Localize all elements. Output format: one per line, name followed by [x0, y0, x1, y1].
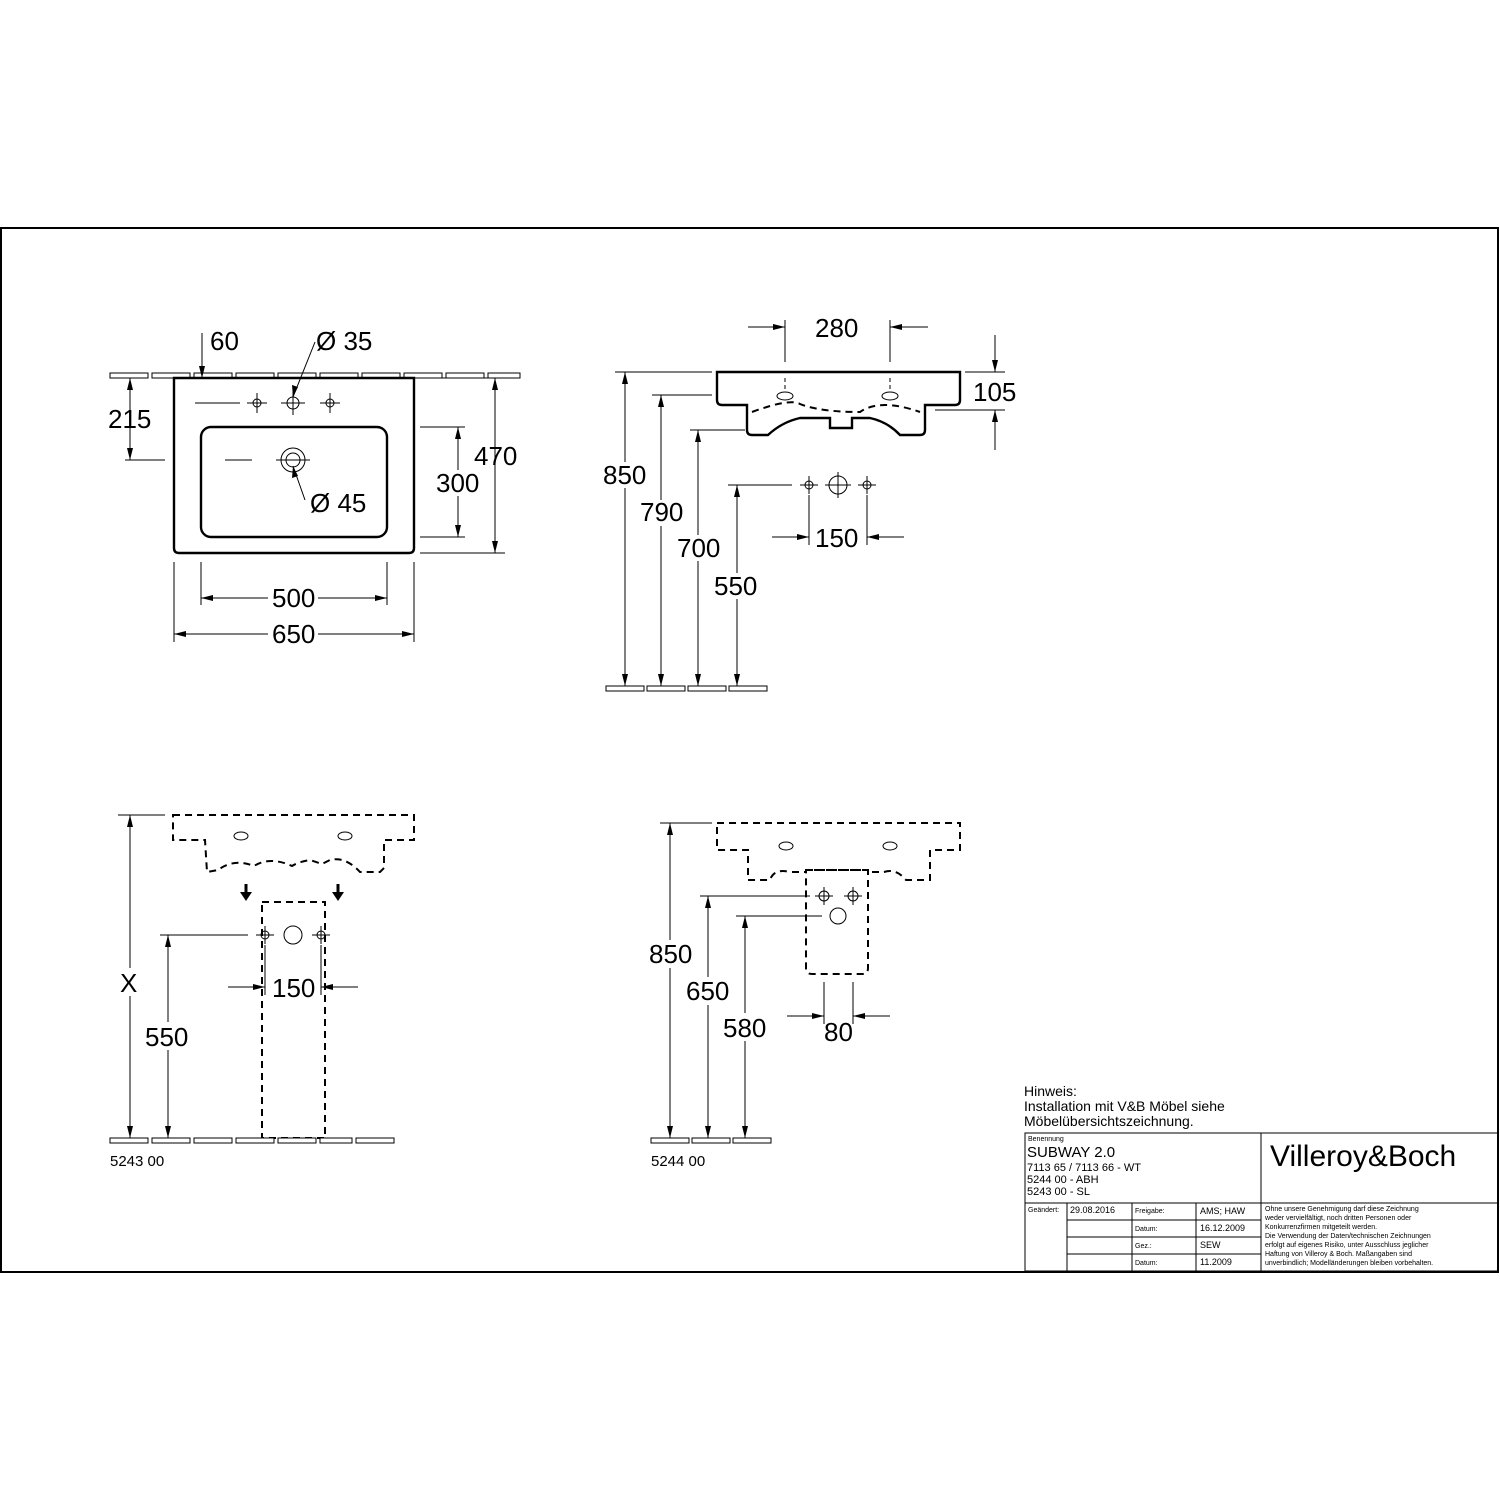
disclaimer-line-5: erfolgt auf eigenes Risiko, unter Aussch… [1265, 1242, 1429, 1249]
semi-pedestal-view: 850 650 580 80 5244 00 [646, 822, 961, 1170]
title-block: Benennung SUBWAY 2.0 7113 65 / 7113 66 -… [1024, 1132, 1499, 1272]
disclaimer-line-4: Die Verwendung der Daten/technischen Zei… [1265, 1233, 1431, 1240]
note-line-1: Installation mit V&B Möbel siehe [1024, 1098, 1225, 1114]
floor-strip [605, 685, 768, 692]
disclaimer-line-3: Konkurrenzfirmen mitgeteilt werden. [1265, 1224, 1377, 1231]
wall-strip [109, 372, 521, 379]
product-line-2: 5244 00 - ABH [1027, 1174, 1099, 1186]
floor-strip [109, 1137, 395, 1144]
dim-x: X [120, 968, 137, 998]
side-view: 280 105 850 790 700 [601, 313, 1016, 692]
floor-strip [650, 1137, 772, 1144]
label-geaendert: Geändert: [1028, 1207, 1059, 1214]
article-number: 5243 00 [110, 1153, 164, 1170]
dim-550-side: 550 [714, 571, 757, 601]
dim-drain-45: Ø 45 [310, 488, 366, 518]
top-view: 60 Ø 35 215 470 300 Ø 45 [108, 326, 521, 649]
note-heading: Hinweis: [1024, 1083, 1077, 1099]
dim-700: 700 [677, 533, 720, 563]
geaendert-value: 29.08.2016 [1070, 1205, 1115, 1215]
dim-150-side: 150 [815, 523, 858, 553]
dim-60: 60 [210, 326, 239, 356]
dim-850: 850 [603, 460, 646, 490]
connection-icons [800, 472, 876, 498]
connection-icons [815, 887, 862, 925]
freigabe-value: AMS; HAW [1200, 1206, 1246, 1216]
dim-650-semi: 650 [686, 976, 729, 1006]
note-line-2: Möbelübersichtszeichnung. [1024, 1113, 1194, 1129]
label-datum-1: Datum: [1135, 1226, 1158, 1233]
label-gez: Gez.: [1135, 1243, 1152, 1250]
disclaimer-line-7: unverbindlich; Modelländerungen bleiben … [1265, 1260, 1433, 1267]
dim-850-semi: 850 [649, 939, 692, 969]
product-line-3: 5243 00 - SL [1027, 1186, 1090, 1198]
dim-hole-35: Ø 35 [316, 326, 372, 356]
dim-300: 300 [436, 468, 479, 498]
product-line-1: 7113 65 / 7113 66 - WT [1027, 1162, 1141, 1174]
disclaimer-line-6: Haftung von Villeroy & Boch. Maßangaben … [1265, 1251, 1412, 1258]
semi-pedestal-dashed [805, 869, 869, 975]
basin-outline [172, 376, 416, 555]
pedestal-dashed [261, 901, 326, 1139]
installation-note: Hinweis: Installation mit V&B Möbel sieh… [1024, 1083, 1225, 1129]
basin-dashed-outline [716, 822, 961, 881]
dim-470: 470 [474, 441, 517, 471]
brand-logo: Villeroy&Boch [1270, 1140, 1456, 1173]
drawing-frame [0, 227, 1499, 1273]
dim-150-pedestal: 150 [272, 973, 315, 1003]
dim-215: 215 [108, 404, 151, 434]
basin-profile [715, 370, 962, 437]
datum-1-value: 16.12.2009 [1200, 1223, 1245, 1233]
basin-dashed-outline [172, 814, 415, 874]
pedestal-view: X 550 150 5243 00 [109, 814, 415, 1170]
dim-550-pedestal: 550 [145, 1022, 188, 1052]
disclaimer-line-2: weder vervielfältigt, noch dritten Perso… [1264, 1215, 1412, 1222]
drain-icon [225, 447, 310, 473]
disclaimer-line-1: Ohne unsere Genehmigung darf diese Zeich… [1265, 1206, 1419, 1213]
bowl-outline [199, 425, 389, 539]
dim-80-semi: 80 [824, 1017, 853, 1047]
down-arrow-icons [240, 884, 344, 901]
dim-650: 650 [272, 619, 315, 649]
article-number: 5244 00 [651, 1153, 705, 1170]
dim-580-semi: 580 [723, 1013, 766, 1043]
product-name: SUBWAY 2.0 [1027, 1144, 1115, 1161]
dim-280: 280 [815, 313, 858, 343]
label-freigabe: Freigabe: [1135, 1208, 1165, 1215]
dim-500: 500 [272, 583, 315, 613]
datum-2-value: 11.2009 [1200, 1257, 1232, 1267]
tap-hole-icons [247, 391, 340, 415]
dim-105: 105 [973, 377, 1016, 407]
label-datum-2: Datum: [1135, 1260, 1158, 1267]
dim-790: 790 [640, 497, 683, 527]
gez-value: SEW [1200, 1240, 1221, 1250]
connection-icons [256, 925, 330, 945]
label-benennung: Benennung [1028, 1136, 1064, 1143]
